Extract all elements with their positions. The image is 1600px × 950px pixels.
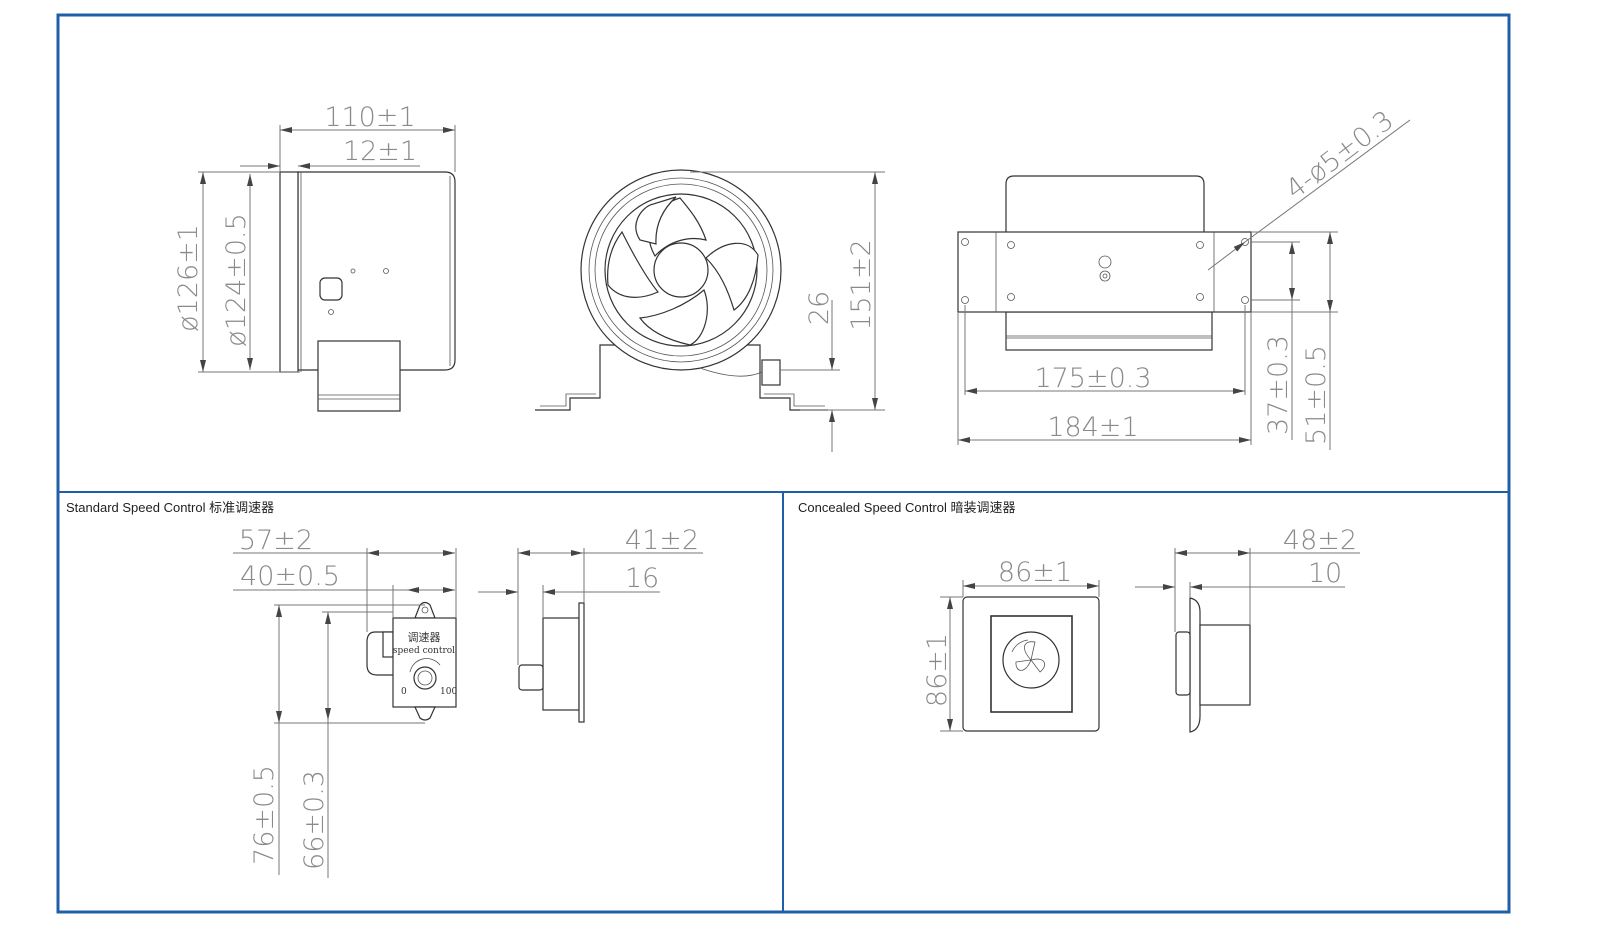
- concealed-control-title: Concealed Speed Control 暗装调速器: [798, 500, 1016, 515]
- dim-plate-width: 51±0.5: [1301, 345, 1332, 445]
- scale-max: 100: [440, 687, 457, 697]
- dim-concealed-height: 86±1: [922, 633, 953, 707]
- front-view-dimensions: 151±2 26: [690, 171, 885, 452]
- dim-height: 151±2: [846, 239, 877, 330]
- dim-duct-diameter: ø124±0.5: [221, 213, 252, 347]
- dim-depth-knob: 16: [625, 563, 659, 594]
- dim-width-body: 40±0.5: [240, 561, 340, 592]
- dim-hole-spec: 4-ø5±0.3: [1280, 105, 1399, 206]
- dim-concealed-depth-total: 48±2: [1283, 525, 1357, 556]
- dim-concealed-width: 86±1: [998, 557, 1072, 588]
- fan-blades: [607, 196, 759, 346]
- fan-side-view: [279, 171, 456, 412]
- standard-control-title: Standard Speed Control 标准调速器: [66, 500, 274, 515]
- fan-bottom-view: [957, 175, 1252, 351]
- dim-width-total: 57±2: [239, 525, 313, 556]
- side-view-dimensions: 110±1 12±1 ø126±1 ø124±0.5: [173, 102, 456, 373]
- dim-outer-diameter: ø126±1: [173, 224, 204, 332]
- concealed-control-front: [962, 596, 1100, 732]
- dim-depth-total: 41±2: [625, 525, 699, 556]
- controller-label-en: speed control: [393, 646, 455, 656]
- dim-base-offset: 26: [804, 291, 835, 325]
- dim-height-total: 76±0.5: [249, 765, 280, 865]
- dim-height-body: 66±0.3: [299, 770, 330, 870]
- speed-knob: [413, 666, 437, 690]
- scale-min: 0: [401, 687, 407, 697]
- standard-control-dimensions: 57±2 40±0.5 76±0.5 66±0.3 41±2 16: [233, 525, 703, 878]
- fan-front-view: [535, 169, 828, 411]
- concealed-control-side: [1175, 597, 1251, 733]
- concealed-control-dimensions: 86±1 86±1 48±2 10: [922, 525, 1360, 732]
- dim-hole-spacing-x: 175±0.3: [1034, 363, 1151, 394]
- dim-hole-spacing-y: 37±0.3: [1263, 335, 1294, 435]
- mounting-holes: [961, 238, 1249, 304]
- dim-overall-length: 110±1: [324, 102, 415, 133]
- drawing-frame: [56, 13, 1511, 914]
- controller-label-cn: 调速器: [408, 631, 441, 644]
- dim-flange-width: 12±1: [343, 136, 417, 167]
- dim-concealed-depth-knob: 10: [1308, 558, 1342, 589]
- standard-control-front: 调速器 speed control 0 100: [366, 601, 457, 721]
- dim-plate-length: 184±1: [1047, 412, 1138, 443]
- standard-control-side: [518, 602, 585, 723]
